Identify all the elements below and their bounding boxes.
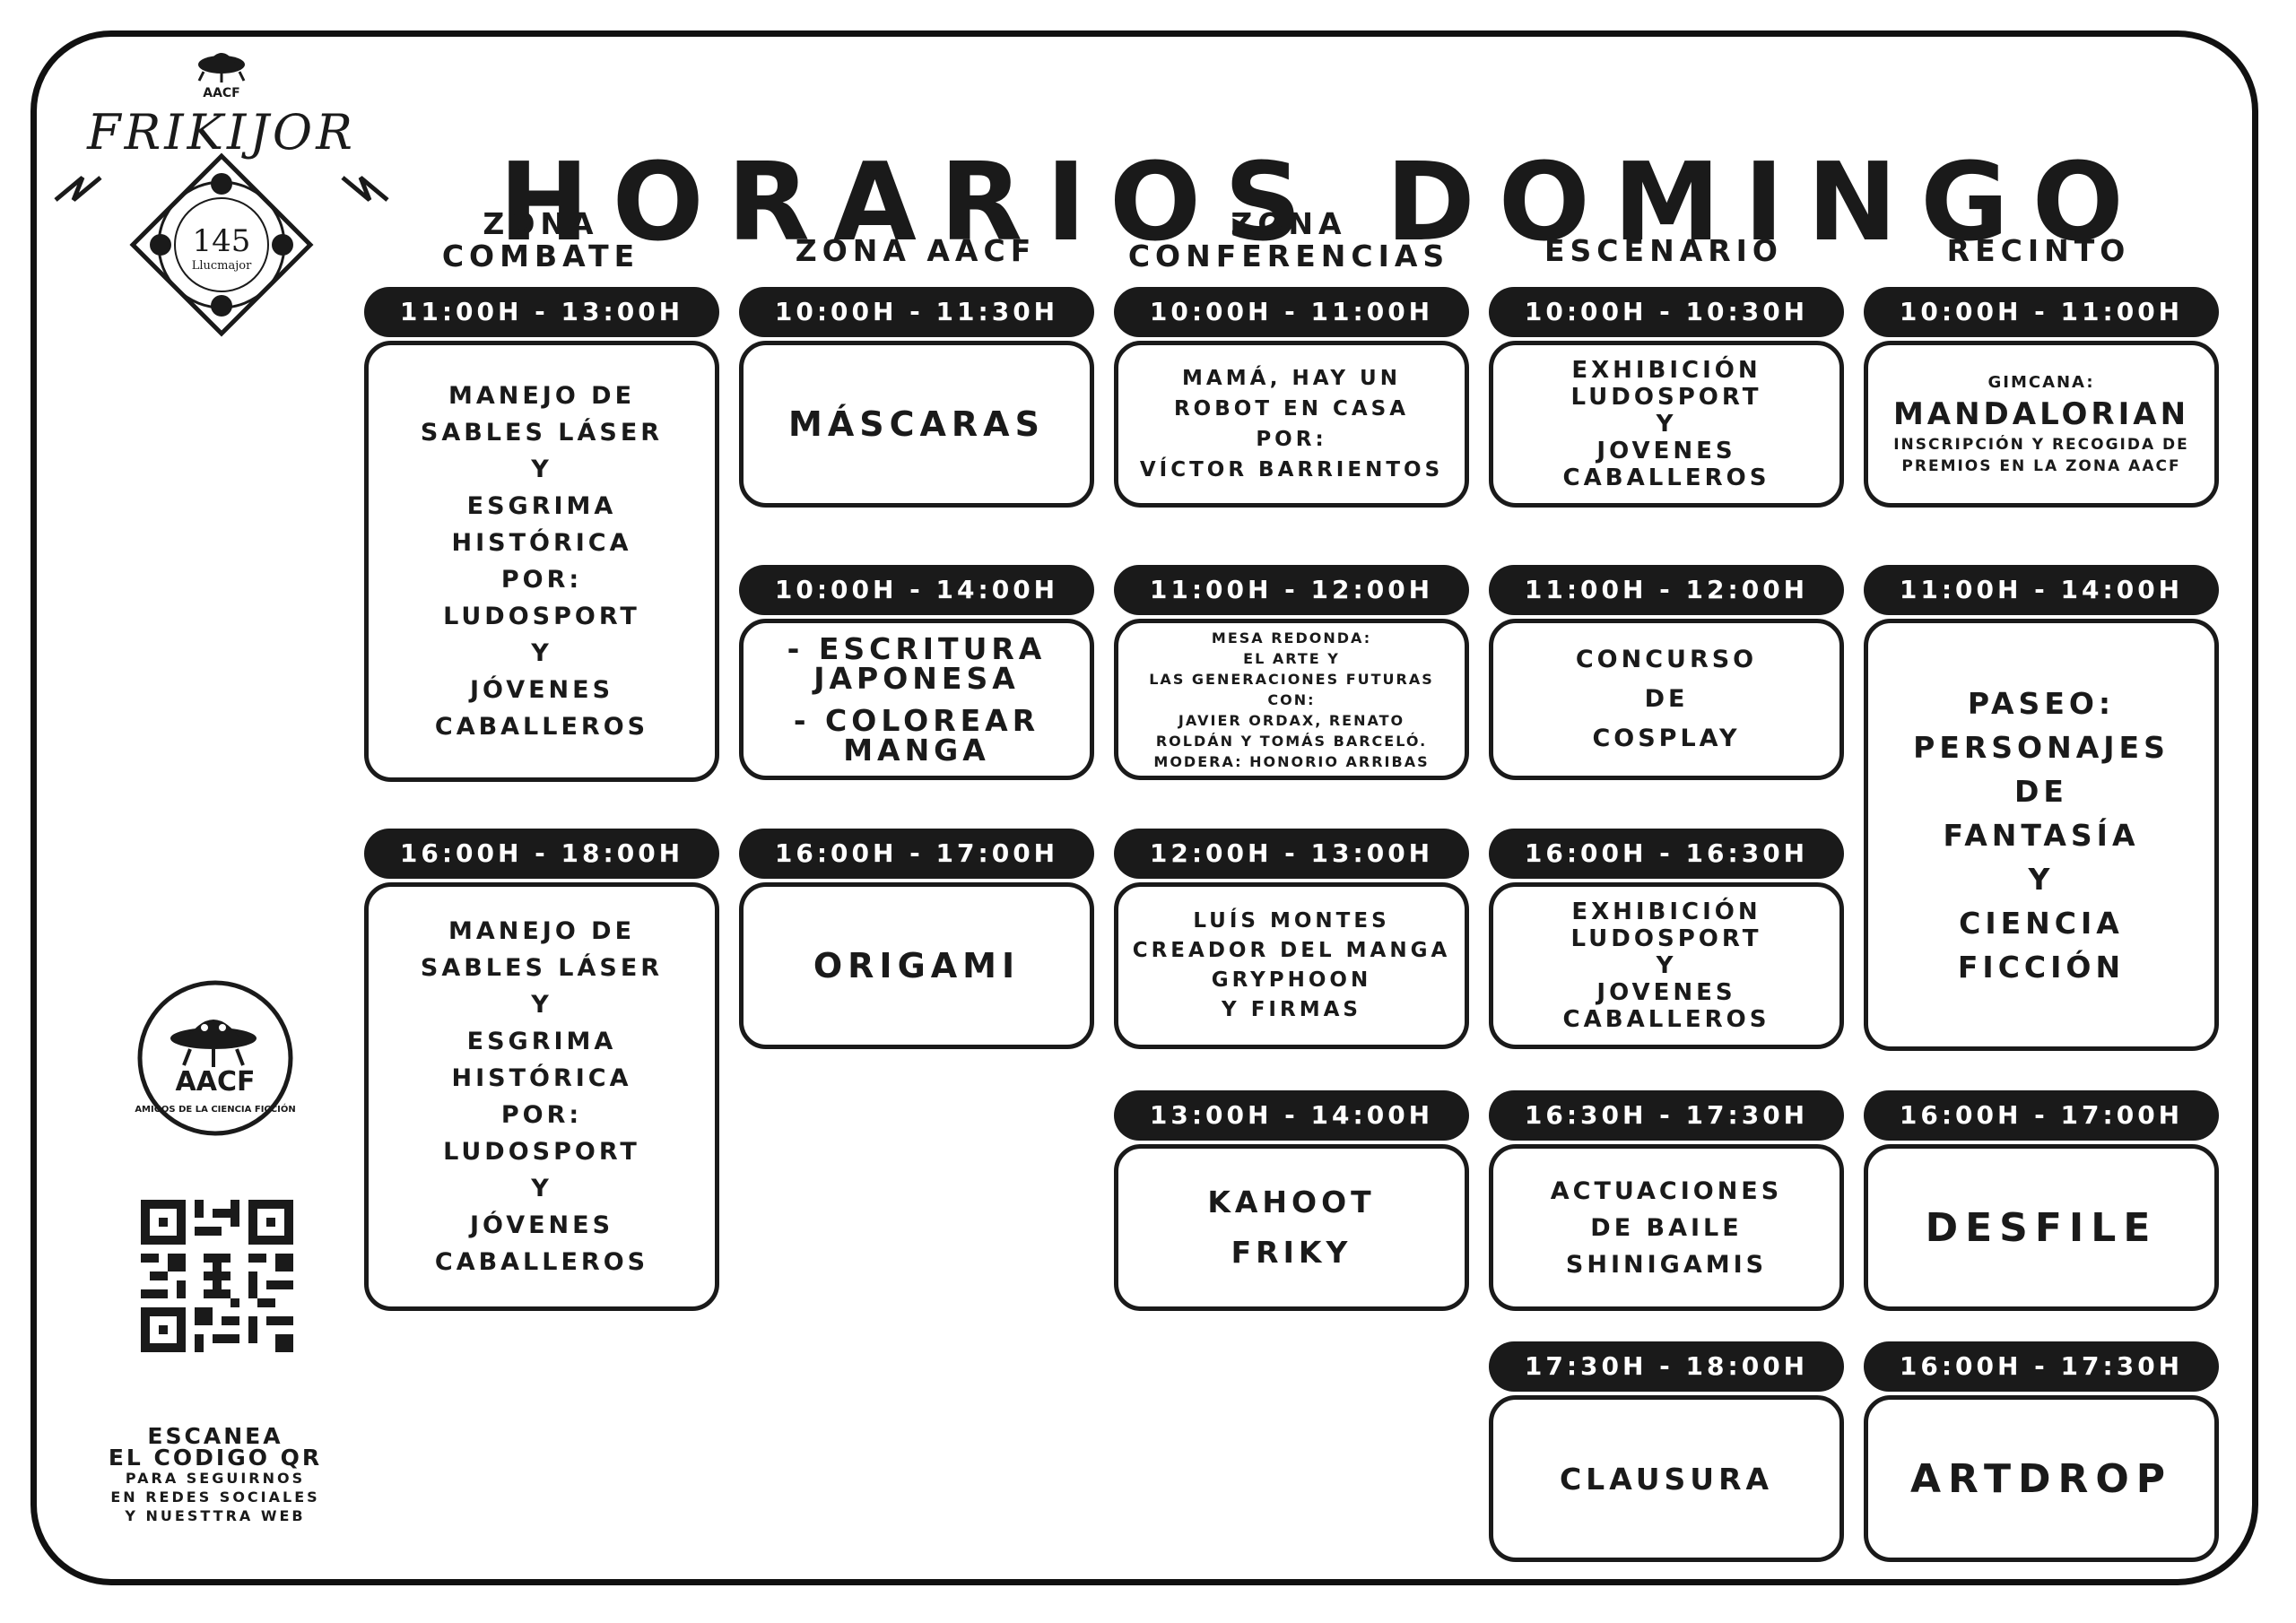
- time-pill: 13:00H - 14:00H: [1114, 1090, 1469, 1141]
- time-pill: 10:00H - 11:30H: [739, 287, 1094, 337]
- event-card-recinto-3: DESFILE: [1864, 1144, 2219, 1311]
- event-card-aacf-1: MÁSCARAS: [739, 341, 1094, 508]
- event-card-recinto-1: GIMCANA: MANDALORIAN INSCRIPCIÓN Y RECOG…: [1864, 341, 2219, 508]
- zone-escenario-header: ESCENARIO: [1544, 233, 1783, 268]
- svg-text:FRIKIJOR: FRIKIJOR: [86, 104, 356, 161]
- time-pill: 16:30H - 17:30H: [1489, 1090, 1844, 1141]
- event-card-recinto-4: ARTDROP: [1864, 1395, 2219, 1562]
- time-pill: 12:00H - 13:00H: [1114, 829, 1469, 879]
- time-pill: 11:00H - 14:00H: [1864, 565, 2219, 615]
- time-pill: 11:00H - 13:00H: [364, 287, 719, 337]
- time-pill: 17:30H - 18:00H: [1489, 1341, 1844, 1392]
- svg-text:Llucmajor: Llucmajor: [192, 259, 252, 273]
- event-card-aacf-3: ORIGAMI: [739, 882, 1094, 1049]
- page-frame: [30, 30, 2258, 1585]
- time-pill: 16:00H - 17:30H: [1864, 1341, 2219, 1392]
- time-pill: 11:00H - 12:00H: [1114, 565, 1469, 615]
- time-pill: 10:00H - 10:30H: [1489, 287, 1844, 337]
- event-card-escenario-5: CLAUSURA: [1489, 1395, 1844, 1562]
- time-pill: 10:00H - 11:00H: [1114, 287, 1469, 337]
- scan-qr-caption: ESCANEA EL CODIGO QR PARA SEGUIRNOS EN R…: [108, 1423, 323, 1524]
- svg-text:AMIGOS DE LA CIENCIA FICCIÓN: AMIGOS DE LA CIENCIA FICCIÓN: [135, 1103, 295, 1115]
- svg-text:145: 145: [193, 223, 251, 259]
- time-pill: 16:00H - 17:00H: [739, 829, 1094, 879]
- time-pill: 10:00H - 11:00H: [1864, 287, 2219, 337]
- page-title: HORARIOS DOMINGO: [499, 141, 2147, 266]
- time-pill: 16:00H - 17:00H: [1864, 1090, 2219, 1141]
- frikijor-logo: AACF FRIKIJOR 145 Llucmajor: [47, 43, 396, 384]
- time-pill: 16:00H - 18:00H: [364, 829, 719, 879]
- time-pill: 16:00H - 16:30H: [1489, 829, 1844, 879]
- zone-aacf-header: ZONA AACF: [795, 233, 1037, 268]
- qr-code-icon[interactable]: [141, 1200, 293, 1352]
- zone-recinto-header: RECINTO: [1946, 233, 2131, 268]
- aacf-badge-logo: AACF AMIGOS DE LA CIENCIA FICCIÓN: [135, 977, 296, 1139]
- time-pill: 11:00H - 12:00H: [1489, 565, 1844, 615]
- svg-text:AACF: AACF: [203, 86, 240, 100]
- svg-text:AACF: AACF: [176, 1066, 256, 1098]
- time-pill: 10:00H - 14:00H: [739, 565, 1094, 615]
